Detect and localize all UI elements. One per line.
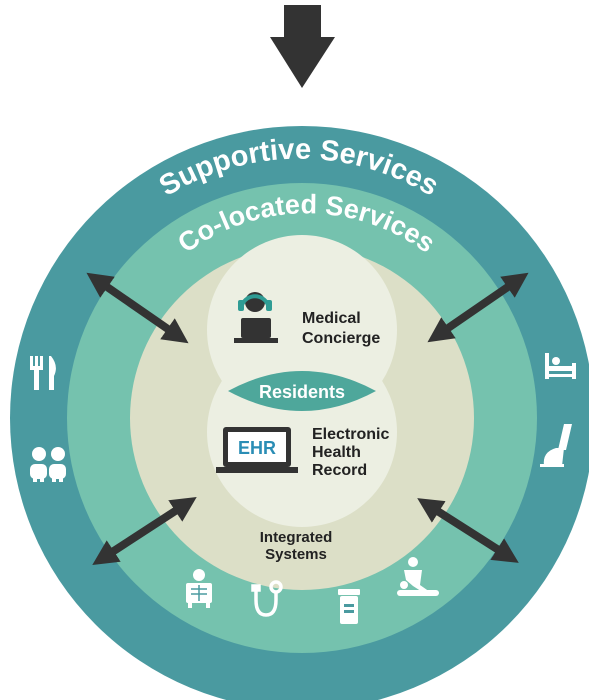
ehr-badge: EHR xyxy=(238,438,276,458)
laptop-icon xyxy=(216,427,298,473)
massage-icon xyxy=(397,557,439,596)
headset-laptop-icon xyxy=(234,292,278,343)
arrow-bottom-left xyxy=(92,497,197,565)
arrow-top-left xyxy=(86,272,189,344)
medical-concierge-line2: Concierge xyxy=(302,330,380,347)
top-down-arrow xyxy=(270,5,335,88)
ehr-line2: Health xyxy=(312,444,361,461)
vacuum-icon xyxy=(540,424,572,467)
arrow-top-right xyxy=(427,272,529,343)
residents-lens xyxy=(228,371,376,411)
integrated-systems-line1: Integrated xyxy=(260,529,333,546)
arrow-bottom-right xyxy=(417,498,519,563)
pill-bottle-icon xyxy=(338,589,360,624)
bed-icon xyxy=(545,353,576,379)
xray-icon xyxy=(186,569,212,608)
medical-concierge-line1: Medical xyxy=(302,310,361,327)
utensils-icon xyxy=(30,356,56,390)
people-icon xyxy=(30,447,66,482)
ehr-line1: Electronic xyxy=(312,426,389,443)
residents-label: Residents xyxy=(259,382,345,402)
ehr-line3: Record xyxy=(312,462,367,479)
stethoscope-icon xyxy=(251,580,283,617)
integrated-systems-line2: Systems xyxy=(265,546,327,563)
